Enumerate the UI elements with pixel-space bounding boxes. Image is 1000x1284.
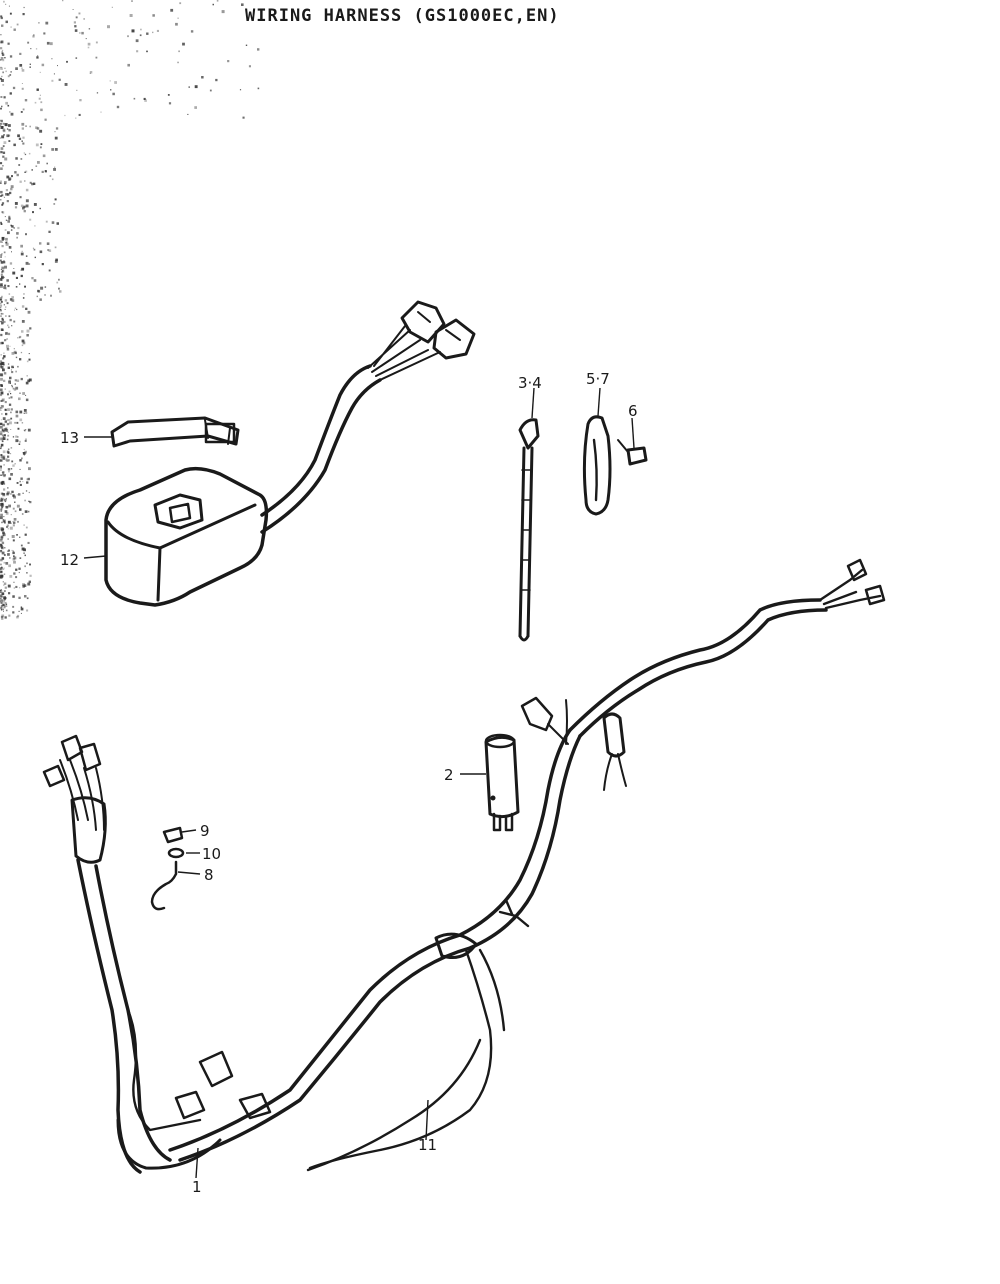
part-2-relay (484, 733, 520, 832)
callout-13: 13 (60, 429, 79, 447)
callout-2: 2 (444, 766, 454, 784)
callout-10: 10 (202, 845, 221, 863)
part-6-screw (617, 439, 648, 466)
callout-5-7: 5·7 (586, 370, 610, 388)
part-12-junction-box (104, 300, 476, 607)
callout-6: 6 (628, 402, 638, 420)
part-8-ring-terminal (150, 860, 178, 911)
callout-12: 12 (60, 551, 79, 569)
callout-9: 9 (200, 822, 210, 840)
part-5-7-clamp (582, 415, 612, 516)
diagram-title: WIRING HARNESS (GS1000EC,EN) (245, 6, 560, 26)
callout-11: 11 (418, 1136, 437, 1154)
part-11-lead-wire (306, 1038, 482, 1172)
part-10-washer (167, 847, 185, 859)
part-3-4-cable-tie (518, 418, 540, 642)
callout-3-4: 3·4 (518, 374, 542, 392)
leader-lines (83, 387, 635, 1179)
part-13-strap (110, 416, 240, 448)
callout-8: 8 (204, 866, 214, 884)
part-9-screw (162, 826, 184, 844)
part-1-main-harness (42, 558, 886, 1174)
scan-noise (0, 0, 260, 620)
callout-1: 1 (192, 1178, 202, 1196)
